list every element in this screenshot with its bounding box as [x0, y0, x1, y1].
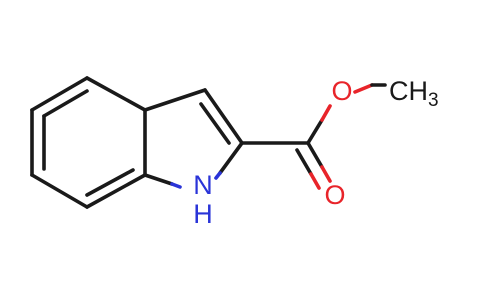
bond-c7a-n-part [170, 182, 182, 189]
bond-c7a-n [143, 173, 174, 186]
bond-c3-c2-inner [199, 102, 231, 145]
atom-methyl-c: CH [389, 76, 428, 106]
bond-c2-n [218, 141, 244, 175]
bond-carbonyl-double-2 [295, 148, 313, 176]
atom-o-carbonyl: O [324, 180, 345, 210]
atom-n-h: H [193, 199, 213, 229]
bond-oether-part-1 [320, 104, 332, 122]
bond-carbonyl-double-2-part [309, 172, 321, 190]
atom-o-ether: O [331, 76, 352, 106]
benzene-inner-bond-3 [85, 168, 135, 197]
benzene-ring [30, 76, 147, 209]
benzene-inner-bond-1 [42, 89, 89, 118]
bond-c5-c6 [30, 173, 89, 209]
atom-methyl-sub: 3 [428, 90, 439, 111]
bond-c4-c5 [85, 173, 147, 209]
bond-c3a-c3 [143, 88, 207, 112]
ester-group [240, 83, 387, 190]
bond-n-c2-part [214, 171, 222, 180]
atom-n: N [193, 170, 213, 200]
pyrrole-ring [143, 88, 244, 189]
bond-c3-c2 [203, 88, 244, 145]
bond-c2-c3 [85, 76, 147, 112]
bond-carbonyl-oether [306, 118, 324, 145]
bond-carbonyl-double-1 [306, 141, 324, 169]
bond-carbonyl-double-1-part [320, 165, 332, 183]
bond-c1-c2 [30, 76, 89, 112]
bond-oether-part-2 [353, 83, 374, 94]
